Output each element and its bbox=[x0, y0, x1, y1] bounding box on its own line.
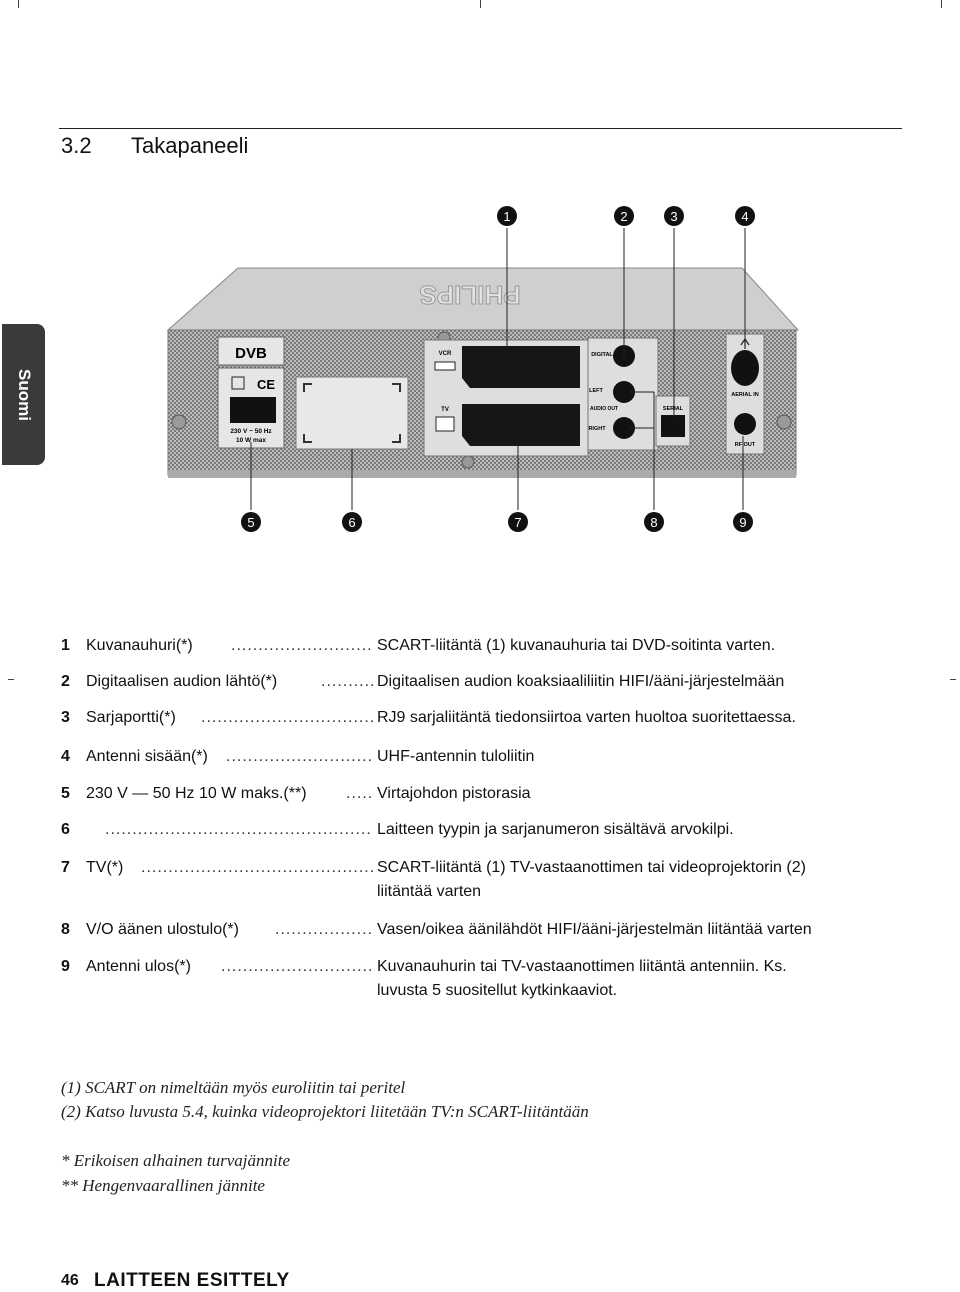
item-description: SCART-liitäntä (1) TV-vastaanottimen tai… bbox=[377, 859, 806, 876]
item-number: 3 bbox=[61, 709, 70, 726]
item-description-cont: luvusta 5 suositellut kytkinkaaviot. bbox=[377, 982, 618, 999]
item-description: Vasen/oikea äänilähdöt HIFI/ääni-järjest… bbox=[377, 921, 812, 938]
item-number: 7 bbox=[61, 859, 70, 876]
item-number: 6 bbox=[61, 821, 70, 838]
callout-5: 5 bbox=[241, 512, 261, 532]
section-title: Takapaneeli bbox=[131, 133, 249, 158]
item-description: SCART-liitäntä (1) kuvanauhuria tai DVD-… bbox=[377, 637, 776, 654]
svg-text:4: 4 bbox=[741, 209, 748, 224]
crop-mark bbox=[950, 679, 956, 680]
footnote: (1) SCART on nimeltään myös euroliitin t… bbox=[61, 1078, 406, 1097]
aerial-in-label: AERIAL IN bbox=[731, 392, 758, 398]
language-tab[interactable]: Suomi bbox=[2, 324, 45, 465]
callout-2: 2 bbox=[614, 206, 634, 226]
brand-logo: PHILIPS bbox=[419, 280, 520, 310]
svg-text:1: 1 bbox=[503, 209, 510, 224]
item-label: Kuvanauhuri(*) bbox=[86, 637, 193, 654]
callout-7: 7 bbox=[508, 512, 528, 532]
callout-6: 6 bbox=[342, 512, 362, 532]
footnote: ** Hengenvaarallinen jännite bbox=[61, 1176, 265, 1195]
section-number: 3.2 bbox=[61, 133, 92, 158]
power-rating-line1: 230 V ~ 50 Hz bbox=[230, 428, 272, 435]
power-rating-line2: 10 W max bbox=[236, 437, 266, 444]
item-label: Digitaalisen audion lähtö(*) bbox=[86, 673, 278, 690]
callout-9: 9 bbox=[733, 512, 753, 532]
footnote: (2) Katso luvusta 5.4, kuinka videoproje… bbox=[61, 1102, 589, 1121]
right-label: RIGHT bbox=[588, 426, 606, 432]
item-description: Virtajohdon pistorasia bbox=[377, 785, 531, 802]
svg-text:9: 9 bbox=[739, 515, 746, 530]
item-number: 4 bbox=[61, 748, 70, 765]
footnote: * Erikoisen alhainen turvajännite bbox=[61, 1151, 290, 1170]
crop-mark bbox=[8, 679, 14, 680]
top-rule bbox=[59, 128, 902, 129]
callout-3: 3 bbox=[664, 206, 684, 226]
crop-mark bbox=[480, 0, 481, 8]
callout-8: 8 bbox=[644, 512, 664, 532]
serial-label: SERIAL bbox=[663, 406, 684, 412]
vcr-label: VCR bbox=[439, 351, 452, 357]
rear-panel-figure: PHILIPS DVB CE 230 V ~ 50 Hz 10 W max VC… bbox=[166, 206, 800, 532]
item-label: 230 V — 50 Hz 10 W maks.(**) bbox=[86, 785, 307, 802]
digital-label: DIGITAL bbox=[591, 352, 613, 358]
item-description: Laitteen tyypin ja sarjanumeron sisältäv… bbox=[377, 821, 734, 838]
svg-text:3: 3 bbox=[670, 209, 677, 224]
crop-mark bbox=[18, 0, 19, 8]
item-number: 2 bbox=[61, 673, 70, 690]
callout-1: 1 bbox=[497, 206, 517, 226]
item-description-cont: liitäntää varten bbox=[377, 883, 482, 900]
svg-text:2: 2 bbox=[620, 209, 627, 224]
callout-4: 4 bbox=[735, 206, 755, 226]
svg-text:8: 8 bbox=[650, 515, 657, 530]
svg-text:5: 5 bbox=[247, 515, 254, 530]
item-label: V/O äänen ulostulo(*) bbox=[86, 921, 239, 938]
rf-out-label: RF OUT bbox=[735, 442, 756, 448]
page-number: 46 bbox=[61, 1272, 79, 1289]
item-description: Digitaalisen audion koaksiaaliliitin HIF… bbox=[377, 673, 785, 690]
item-number: 1 bbox=[61, 637, 70, 654]
dvb-label: DVB bbox=[235, 345, 267, 362]
item-number: 9 bbox=[61, 958, 70, 975]
svg-text:7: 7 bbox=[514, 515, 521, 530]
item-description: UHF-antennin tuloliitin bbox=[377, 748, 535, 765]
audio-out-label: AUDIO OUT bbox=[590, 406, 618, 412]
item-label: Sarjaportti(*) bbox=[86, 709, 176, 726]
item-number: 8 bbox=[61, 921, 70, 938]
item-label: TV(*) bbox=[86, 859, 124, 876]
item-number: 5 bbox=[61, 785, 70, 802]
svg-text:6: 6 bbox=[348, 515, 355, 530]
tv-label: TV bbox=[441, 407, 449, 413]
item-description: RJ9 sarjaliitäntä tiedonsiirtoa varten h… bbox=[377, 709, 796, 726]
item-label: Antenni ulos(*) bbox=[86, 958, 191, 975]
crop-mark bbox=[941, 0, 942, 8]
chapter-title: LAITTEEN ESITTELY bbox=[94, 1270, 290, 1291]
ce-mark: CE bbox=[257, 377, 275, 392]
item-description: Kuvanauhurin tai TV-vastaanottimen liitä… bbox=[377, 958, 787, 975]
left-label: LEFT bbox=[589, 388, 603, 394]
item-label: Antenni sisään(*) bbox=[86, 748, 208, 765]
